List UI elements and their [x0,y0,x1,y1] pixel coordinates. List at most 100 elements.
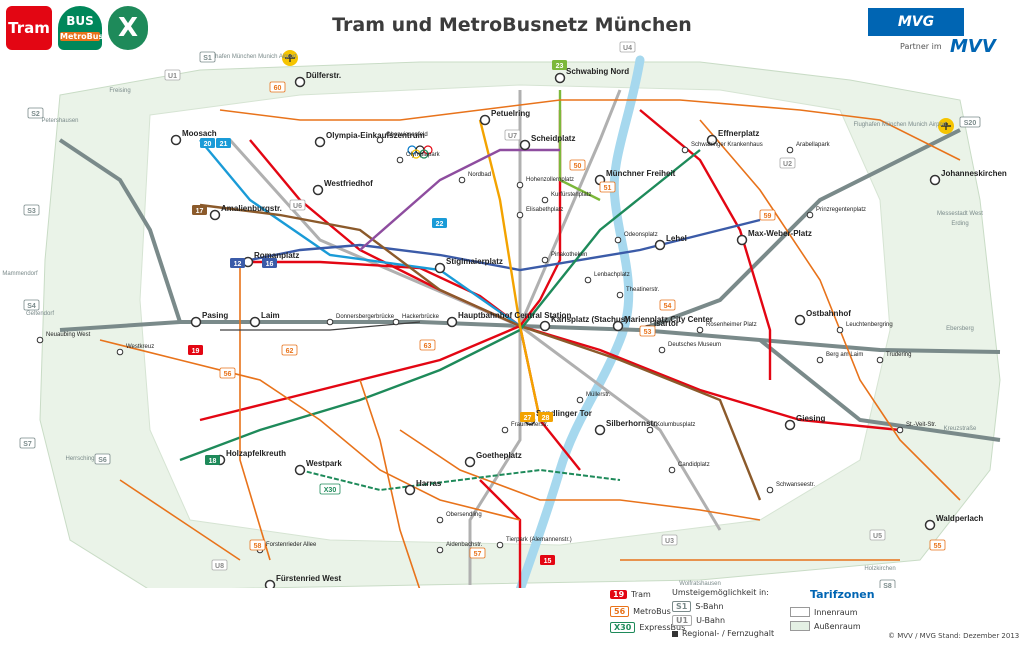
station[interactable]: Trudering [876,352,911,364]
station-marker[interactable] [436,546,444,554]
station[interactable]: Karlsplatz (Stachus) [539,315,629,332]
station-marker[interactable] [816,356,824,364]
station[interactable]: Westkreuz [116,344,154,356]
station-marker[interactable] [594,424,606,436]
station-marker[interactable] [516,181,524,189]
station-marker[interactable] [376,136,384,144]
station[interactable]: Dülferstr. [294,71,342,88]
station[interactable]: Moosach [170,129,217,146]
station-marker[interactable] [876,356,884,364]
station[interactable]: Hauptbahnhof Central Station [446,311,572,328]
station-marker[interactable] [434,262,446,274]
station-marker[interactable] [264,579,276,589]
station[interactable]: Hackerbrücke [392,314,440,326]
station-marker[interactable] [929,174,941,186]
station[interactable]: Max-Weber-Platz [736,229,812,246]
station[interactable]: Olympiapark [396,152,441,164]
station[interactable]: Oberwiesenfeld [376,132,428,144]
station-marker[interactable] [392,318,400,326]
station[interactable]: Prinzregentenplatz [806,207,866,219]
station-marker[interactable] [806,211,814,219]
station[interactable]: Silberhornstr. [594,419,659,436]
station-marker[interactable] [896,426,904,434]
station[interactable]: Rosenheimer Platz [696,322,757,334]
network-map[interactable]: Flughafen München Munich AirportFlughafe… [0,40,1024,588]
station-marker[interactable] [314,136,326,148]
station-marker[interactable] [924,519,936,531]
station-marker[interactable] [519,139,531,151]
station[interactable]: Odeonsplatz [614,232,658,244]
station-marker[interactable] [681,146,689,154]
station[interactable]: Aidenbachstr. [436,542,483,554]
station-marker[interactable] [190,316,202,328]
station[interactable]: Elisabethplatz [516,207,563,219]
station-marker[interactable] [766,486,774,494]
station-marker[interactable] [496,541,504,549]
station-marker[interactable] [312,184,324,196]
station[interactable]: Olympia-Einkaufszentrum [314,131,425,148]
station[interactable]: Giesing [784,414,826,431]
station[interactable]: Obersendling [436,512,482,524]
station[interactable]: Deutsches Museum [658,342,721,354]
station-marker[interactable] [170,134,182,146]
station[interactable]: Westfriedhof [312,179,374,196]
station[interactable]: Laim [249,311,280,328]
station[interactable]: Müllerstr. [576,392,611,404]
station[interactable]: Arabellapark [786,142,831,154]
station-marker[interactable] [658,346,666,354]
station[interactable]: Hohenzollernplatz [516,177,574,189]
station[interactable]: Amalienburgstr. [209,204,282,221]
station[interactable]: Lehel [654,234,687,251]
station[interactable]: Pinakotheken [541,252,587,264]
station[interactable]: Neuaubing West [36,332,91,344]
station[interactable]: Harras [404,479,442,496]
station[interactable]: Waldperlach [924,514,984,531]
station[interactable]: Nordbad [458,172,491,184]
station[interactable]: Berg am Laim [816,352,863,364]
station[interactable]: St.-Veit-Str. [896,422,937,434]
station-marker[interactable] [446,316,458,328]
station-marker[interactable] [36,336,44,344]
station-marker[interactable] [576,396,584,404]
station[interactable]: Stiglmaierplatz [434,257,503,274]
station-marker[interactable] [541,256,549,264]
station-marker[interactable] [654,239,666,251]
station[interactable]: Effnerplatz [706,129,760,146]
station[interactable]: Kurfürstenplatz [541,192,591,204]
station-marker[interactable] [501,426,509,434]
station[interactable]: Theatinerstr. [616,287,660,299]
station[interactable]: Fraunhoferstr. [501,422,549,434]
station[interactable]: Petuelring [479,109,531,126]
station-marker[interactable] [616,291,624,299]
station[interactable]: Westpark [294,459,343,476]
station-marker[interactable] [706,134,718,146]
station-marker[interactable] [541,196,549,204]
station-marker[interactable] [668,466,676,474]
station-marker[interactable] [612,320,624,332]
station[interactable]: Marienplatz City Center [612,315,713,332]
station-marker[interactable] [458,176,466,184]
station-marker[interactable] [436,516,444,524]
station-marker[interactable] [249,316,261,328]
station[interactable]: Tierpark (Alemannenstr.) [496,537,572,549]
station[interactable]: Johanneskirchen [929,169,1007,186]
station-marker[interactable] [696,326,704,334]
station-marker[interactable] [646,426,654,434]
station-marker[interactable] [294,76,306,88]
station-marker[interactable] [294,464,306,476]
station[interactable]: Schwabing Nord [554,67,630,84]
station-marker[interactable] [209,209,221,221]
station-marker[interactable] [516,211,524,219]
station-marker[interactable] [404,484,416,496]
station-marker[interactable] [736,234,748,246]
station[interactable]: Schwanseestr. [766,482,815,494]
station-marker[interactable] [479,114,491,126]
station[interactable]: Goetheplatz [464,451,522,468]
station-marker[interactable] [464,456,476,468]
station-marker[interactable] [786,146,794,154]
station[interactable]: Donnersbergerbrücke [326,314,395,326]
station-marker[interactable] [794,314,806,326]
station-marker[interactable] [554,72,566,84]
station-marker[interactable] [614,236,622,244]
